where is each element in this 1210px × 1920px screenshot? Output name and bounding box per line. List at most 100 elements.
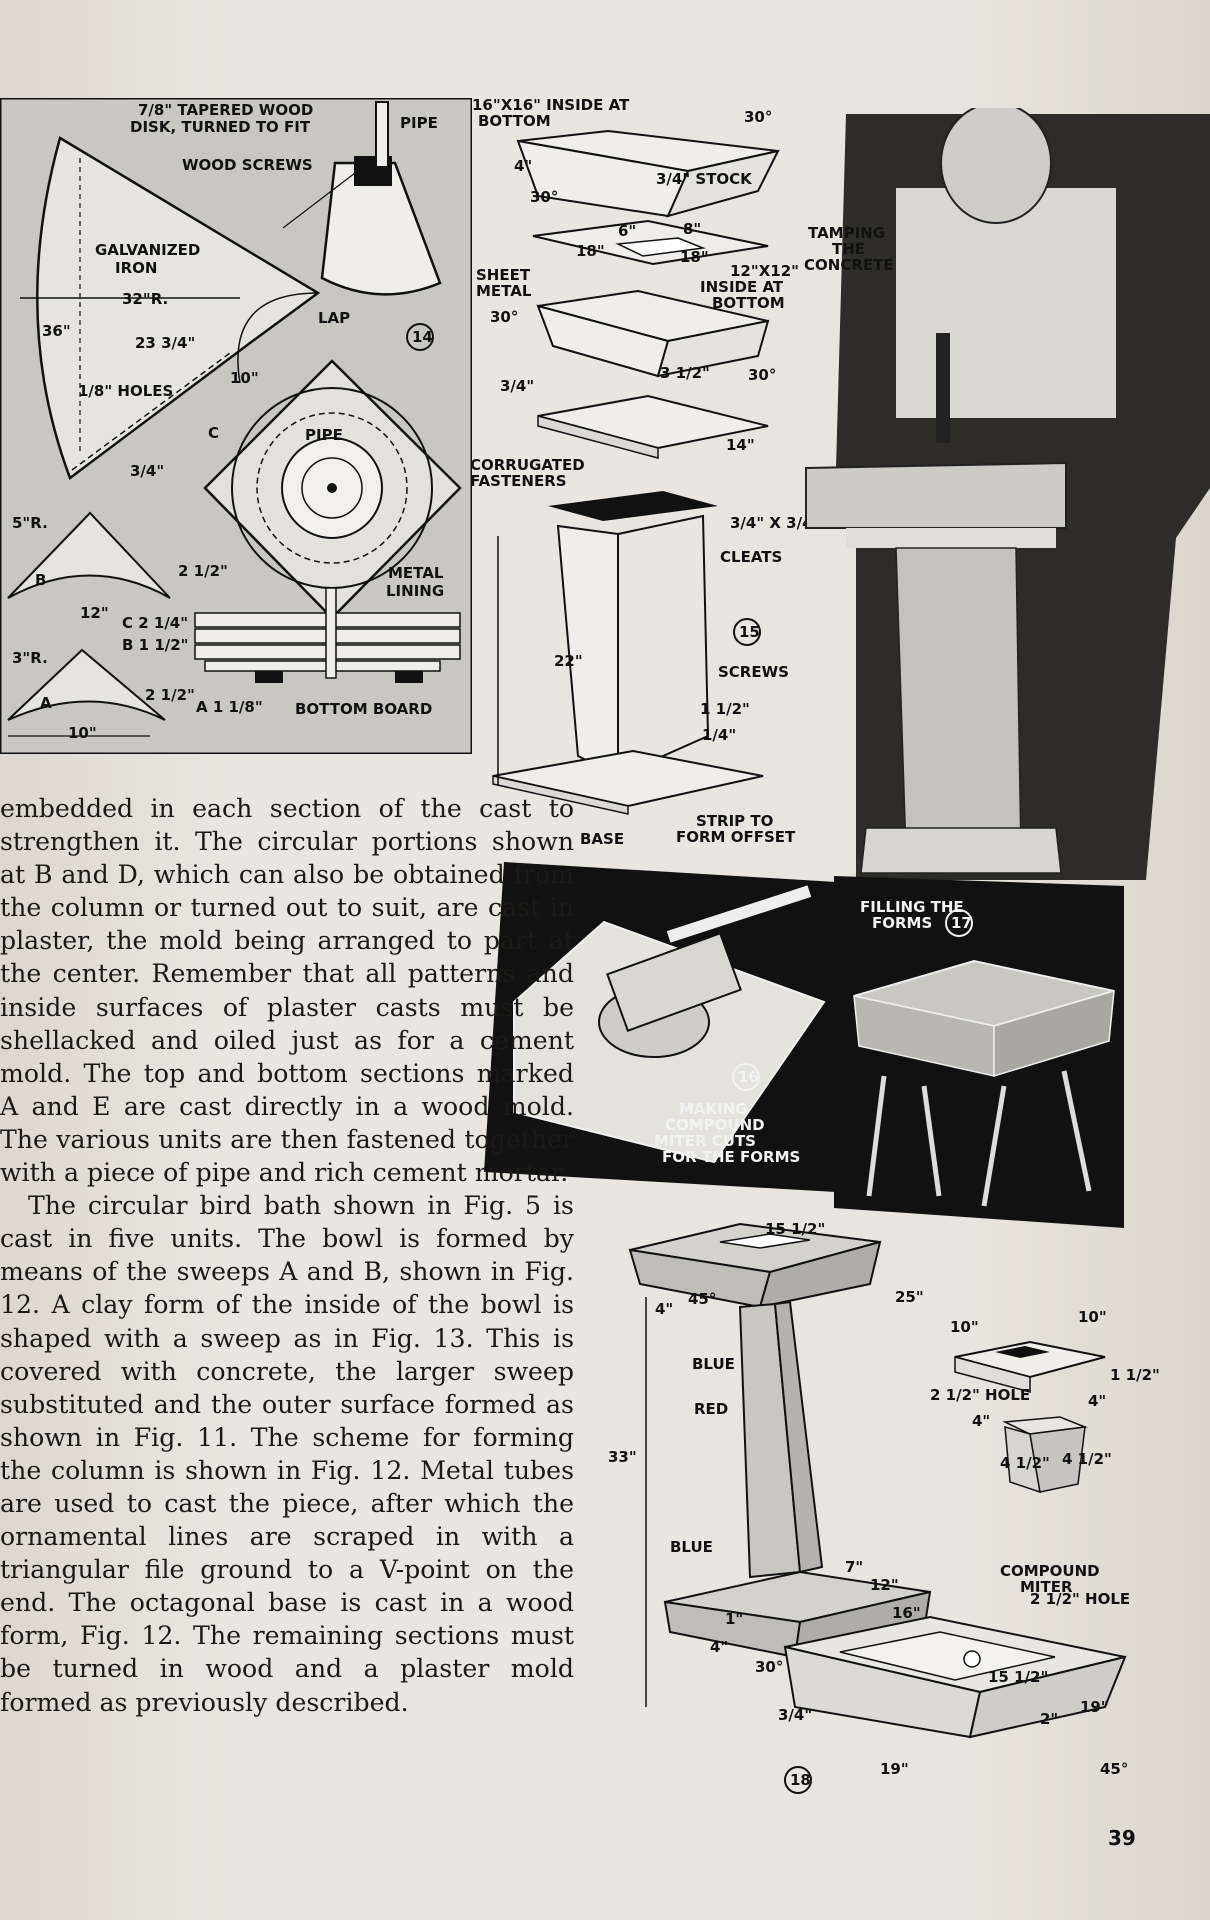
label-25: 25" — [895, 1288, 924, 1306]
figure-16-number-ring — [732, 1063, 760, 1091]
label-hole-b: 2 1/2" HOLE — [1030, 1590, 1130, 1608]
label-45-b: 45° — [1100, 1760, 1128, 1778]
label-23: 23 3/4" — [135, 334, 195, 352]
label-2-half-b: 2 1/2" — [145, 686, 195, 704]
label-1: 1" — [725, 1610, 743, 1628]
label-10-b: 10" — [68, 724, 97, 742]
label-red: RED — [694, 1400, 728, 1418]
label-1-4: 1/4" — [702, 726, 736, 744]
label-compound-1: COMPOUND — [1000, 1562, 1100, 1580]
label-4-b: 4" — [1088, 1392, 1106, 1410]
label-sheet-2: METAL — [476, 282, 532, 300]
label-22: 22" — [554, 652, 583, 670]
label-4: 4" — [514, 157, 532, 175]
label-base: BASE — [580, 830, 624, 848]
label-2-half: 2 1/2" — [178, 562, 228, 580]
label-30-c: 30° — [490, 308, 518, 326]
label-12: 12" — [870, 1576, 899, 1594]
label-14: 14" — [726, 436, 755, 454]
label-pipe-2: PIPE — [305, 426, 343, 444]
label-strip-2: FORM OFFSET — [676, 828, 796, 846]
label-30-b: 30° — [530, 188, 558, 206]
figure-18-number-ring — [784, 1766, 812, 1794]
label-19-b: 19" — [1080, 1698, 1109, 1716]
label-19-a: 19" — [880, 1760, 909, 1778]
label-10-a: 10" — [950, 1318, 979, 1336]
label-3-1-2: 3 1/2" — [660, 364, 710, 382]
label-corrugated-1: CORRUGATED — [470, 456, 585, 474]
label-4-1-2-a: 4 1/2" — [1000, 1454, 1050, 1472]
label-18-a: 18" — [576, 242, 605, 260]
label-corrugated-2: FASTENERS — [470, 472, 567, 490]
label-45: 45° — [688, 1290, 716, 1308]
figure-15-drawing: 16"X16" INSIDE AT BOTTOM 30° 4" 30° 3/4"… — [470, 96, 812, 848]
figure-16-panel: MAKING COMPOUND MITER CUTS FOR THE FORMS… — [484, 862, 836, 1192]
label-10-b: 10" — [1078, 1308, 1107, 1326]
label-3-4: 3/4" — [500, 377, 534, 395]
label-30-a: 30° — [744, 108, 772, 126]
label-inside-16-2: BOTTOM — [478, 112, 551, 130]
label-lap: LAP — [318, 309, 350, 327]
label-a-1-1-8: A 1 1/8" — [196, 698, 263, 716]
label-b: B — [35, 571, 46, 589]
label-30: 30° — [755, 1658, 783, 1676]
photo-caption-2: THE — [832, 240, 865, 258]
figure-14-panel: 7/8" TAPERED WOOD DISK, TURNED TO FIT PI… — [0, 98, 472, 754]
figure-14-number: 14 — [412, 328, 433, 346]
tamping-photo: TAMPING THE CONCRETE — [796, 108, 1210, 880]
label-a: A — [40, 694, 52, 712]
label-18-b: 18" — [680, 248, 709, 266]
label-4-c: 4" — [972, 1412, 990, 1430]
label-3-4: 3/4" — [130, 462, 164, 480]
label-30-d: 30° — [748, 366, 776, 384]
figure-17-panel: FILLING THE FORMS 17 — [834, 876, 1124, 1228]
label-3-4: 3/4" — [778, 1706, 812, 1724]
label-cleats-2: CLEATS — [720, 548, 782, 566]
page-number: 39 — [1108, 1826, 1136, 1850]
label-c-2-1-4: C 2 1/4" — [122, 614, 188, 632]
label-4: 4" — [655, 1300, 673, 1318]
label-tapered-disk-2: DISK, TURNED TO FIT — [130, 118, 311, 136]
label-4-d: 4" — [710, 1638, 728, 1656]
label-wood-screws: WOOD SCREWS — [182, 156, 313, 174]
label-36: 36" — [42, 322, 71, 340]
figure-15-panel: 16"X16" INSIDE AT BOTTOM 30° 4" 30° 3/4"… — [468, 96, 812, 852]
figure-15-number-ring — [733, 618, 761, 646]
label-32r: 32"R. — [122, 290, 168, 308]
label-5r: 5"R. — [12, 514, 48, 532]
figure-14-number-ring — [406, 323, 434, 351]
label-sheet-1: SHEET — [476, 266, 531, 284]
label-1-1-2: 1 1/2" — [700, 700, 750, 718]
figure-17-number: 17 — [951, 914, 972, 932]
label-metal-lining-2: LINING — [386, 582, 444, 600]
label-inside-12-3: BOTTOM — [712, 294, 785, 312]
label-screws: SCREWS — [718, 663, 789, 681]
label-tapered-disk-1: 7/8" TAPERED WOOD — [138, 101, 313, 119]
label-stock: 3/4" STOCK — [656, 170, 753, 188]
label-10: 10" — [230, 369, 259, 387]
label-15-1-2: 15 1/2" — [765, 1220, 825, 1238]
label-1-1-2: 1 1/2" — [1110, 1366, 1160, 1384]
label-blue-2: BLUE — [670, 1538, 713, 1556]
label-holes: 1/8" HOLES — [78, 382, 173, 400]
label-cleats-1: 3/4" X 3/4" — [730, 514, 812, 532]
label-33: 33" — [608, 1448, 637, 1466]
label-inside-12-2: INSIDE AT — [700, 278, 784, 296]
figure-15-number: 15 — [739, 623, 760, 641]
label-inside-16-1: 16"X16" INSIDE AT — [472, 96, 630, 114]
label-2: 2" — [1040, 1710, 1058, 1728]
fig16-caption-1: MAKING — [679, 1100, 748, 1118]
label-galvanized: GALVANIZED — [95, 241, 200, 259]
label-blue-1: BLUE — [692, 1355, 735, 1373]
figure-16-number: 16 — [738, 1068, 759, 1086]
label-6: 6" — [618, 222, 636, 240]
fig16-caption-3: MITER CUTS — [654, 1132, 756, 1150]
label-metal-lining-1: METAL — [388, 564, 444, 582]
label-16: 16" — [892, 1604, 921, 1622]
figure-14-drawing: 7/8" TAPERED WOOD DISK, TURNED TO FIT PI… — [0, 98, 472, 754]
figure-18-panel: 15 1/2" 25" 4" 45° BLUE RED 33" 10" 10" … — [600, 1212, 1160, 1812]
article-body: embedded in each section of the cast to … — [0, 792, 574, 1719]
paragraph-1: embedded in each section of the cast to … — [0, 794, 574, 1188]
label-15-1-2-b: 15 1/2" — [988, 1668, 1048, 1686]
label-bottom-board: BOTTOM BOARD — [295, 700, 432, 718]
